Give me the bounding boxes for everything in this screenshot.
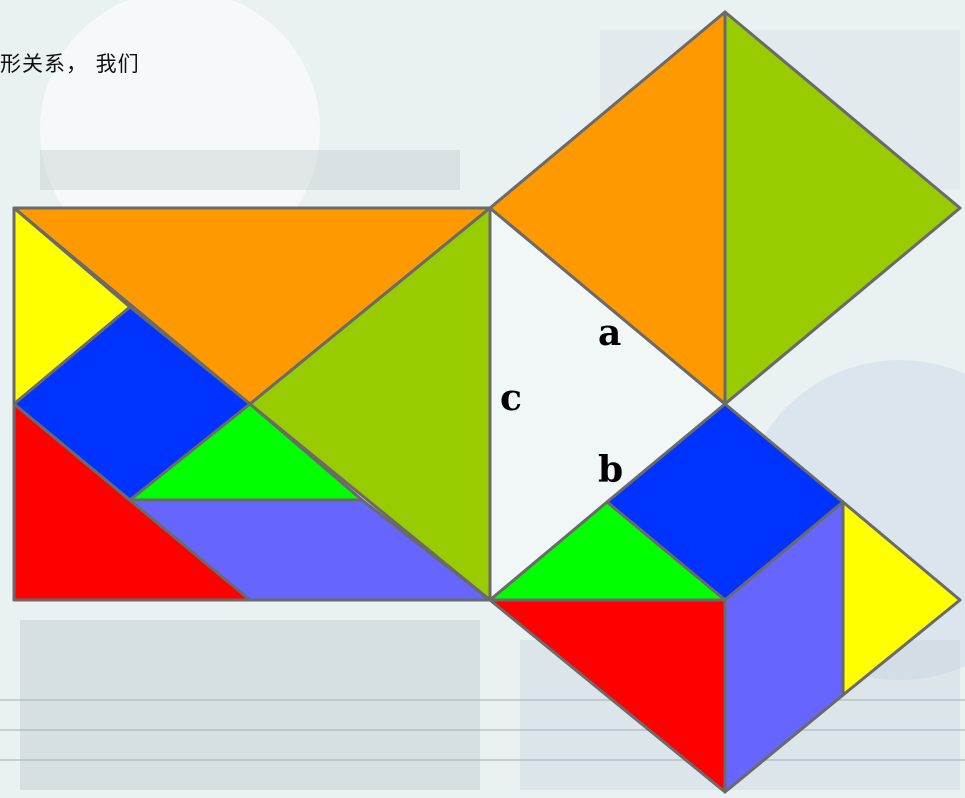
label-c: c <box>500 377 522 419</box>
upper-square-tangram <box>488 10 962 406</box>
label-a: a <box>598 312 621 354</box>
lower-square-tangram <box>488 402 962 794</box>
upper-olive-triangle <box>723 10 962 406</box>
lower-red-triangle <box>488 598 727 794</box>
lower-yellow-triangle <box>841 500 962 697</box>
left-rectangle-tangram <box>12 206 492 602</box>
label-b: b <box>598 449 623 491</box>
caption-text: 形关系， 我们 <box>0 52 140 76</box>
